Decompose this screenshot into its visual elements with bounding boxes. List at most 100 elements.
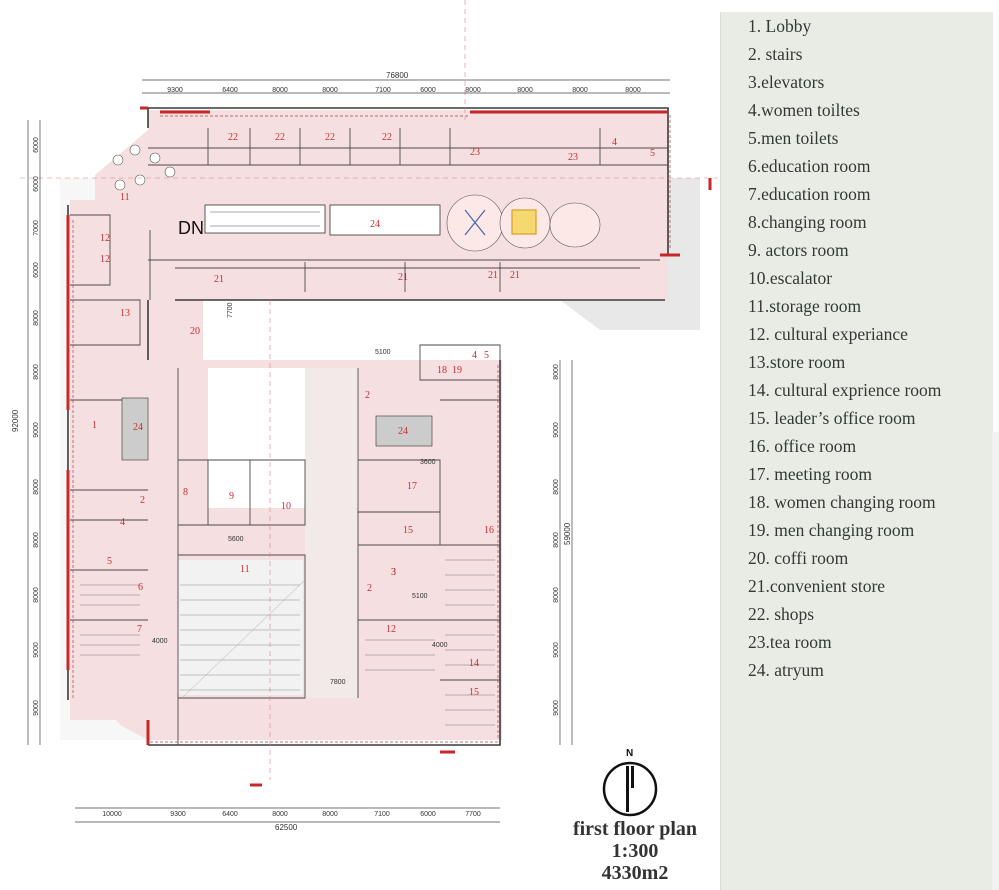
- room-number-label: 1: [92, 420, 97, 431]
- bottom-dimension: 6400: [222, 811, 238, 818]
- legend-edge: [992, 432, 999, 890]
- bottom-dimension: 10000: [102, 811, 122, 818]
- legend-item: 23.tea room: [748, 632, 832, 652]
- top-dimension: 9300: [167, 87, 183, 94]
- left-dimension: 8000: [33, 364, 40, 380]
- room-number-label: 12: [100, 254, 110, 265]
- legend-item: 15. leader’s office room: [748, 408, 916, 428]
- room-number-label: 24: [398, 426, 408, 437]
- room-number-label: 5: [107, 556, 112, 567]
- bottom-dimension: 6000: [420, 811, 436, 818]
- top-dimension: 6000: [420, 87, 436, 94]
- room-number-label: 22: [275, 132, 285, 143]
- legend-item: 17. meeting room: [748, 464, 872, 484]
- left-dimension: 6000: [33, 176, 40, 192]
- floor-plan: 9300 6400 8000 8000 7100 6000 8000 8000 8000 8000…: [11, 0, 720, 832]
- north-label: N: [626, 748, 633, 759]
- inner-dimension: 3600: [420, 459, 436, 466]
- legend-item: 11.storage room: [748, 296, 862, 316]
- legend-item: 4.women toiltes: [748, 100, 860, 120]
- left-dimension: 9000: [33, 700, 40, 716]
- room-number-label: 21: [510, 270, 520, 281]
- room-number-label: 24: [370, 219, 380, 230]
- overall-top-dimension: 76800: [386, 71, 409, 80]
- inner-dimension: 5100: [412, 593, 428, 600]
- legend-item: 16. office room: [748, 436, 857, 456]
- top-dimension: 7100: [375, 87, 391, 94]
- top-dimension: 6400: [222, 87, 238, 94]
- top-dimension: 8000: [625, 87, 641, 94]
- room-number-label: 22: [325, 132, 335, 143]
- legend-item: 7.education room: [748, 184, 871, 204]
- inner-dimension: 4000: [432, 642, 448, 649]
- room-number-label: 23: [568, 152, 578, 163]
- room-number-label: 2: [365, 390, 370, 401]
- legend-item: 20. coffi room: [748, 548, 849, 568]
- bottom-dimension: 7700: [465, 811, 481, 818]
- legend-item: 3.elevators: [748, 72, 825, 92]
- left-dimension: 8000: [33, 310, 40, 326]
- legend-item: 8.changing room: [748, 212, 867, 232]
- right-dimension: 8000: [553, 587, 560, 603]
- room-number-label: 4: [472, 350, 477, 361]
- right-dimension: 9000: [553, 422, 560, 438]
- legend-item: 2. stairs: [748, 44, 803, 64]
- legend-item: 6.education room: [748, 156, 871, 176]
- room-number-label: 19: [452, 365, 462, 376]
- plan-title: first floor plan: [572, 818, 698, 840]
- dn-label: DN: [178, 218, 204, 238]
- left-dimension: 9000: [33, 642, 40, 658]
- left-dimension: 8000: [33, 479, 40, 495]
- right-dimension: 9000: [553, 642, 560, 658]
- overall-right-dimension: 59000: [563, 522, 572, 545]
- north-arrow-icon: N: [602, 748, 658, 817]
- bottom-dimension: 7100: [374, 811, 390, 818]
- legend-item: 14. cultural exprience room: [748, 380, 942, 400]
- room-number-label: 4: [120, 517, 125, 528]
- top-dimension: 8000: [465, 87, 481, 94]
- top-dimension: 8000: [272, 87, 288, 94]
- room-number-label: 21: [488, 270, 498, 281]
- legend-item: 10.escalator: [748, 268, 833, 288]
- left-dimension: 8000: [33, 587, 40, 603]
- top-dimension: 8000: [572, 87, 588, 94]
- legend-list: 1. Lobby 2. stairs 3.elevators 4.women toil…: [748, 14, 941, 686]
- bottom-dimension: 8000: [272, 811, 288, 818]
- right-dimension: 8000: [553, 532, 560, 548]
- legend-item: 19. men changing room: [748, 520, 915, 540]
- legend-item: 5.men toilets: [748, 128, 839, 148]
- room-number-label: 5: [650, 148, 655, 159]
- bottom-dimension: 9300: [170, 811, 186, 818]
- plan-area: 4330m2: [601, 862, 669, 884]
- room-number-label: 4: [612, 137, 617, 148]
- right-dimension: 8000: [553, 364, 560, 380]
- inner-dimension: 7800: [330, 679, 346, 686]
- overall-left-dimension: 92000: [11, 409, 20, 432]
- right-dimension: 8000: [553, 479, 560, 495]
- room-number-label: 3: [391, 567, 396, 578]
- room-number-label: 2: [367, 583, 372, 594]
- room-number-label: 10: [281, 501, 291, 512]
- room-number-label: 21: [398, 272, 408, 283]
- room-number-label: 17: [407, 481, 417, 492]
- room-number-label: 11: [120, 192, 130, 203]
- right-dimension-labels: 8000900080008000800090009000770051003600…: [152, 302, 560, 715]
- inner-dimension: 7700: [227, 302, 234, 318]
- legend-item: 24. atryum: [748, 660, 824, 680]
- title-block: first floor plan 1:300 4330m2: [560, 818, 710, 884]
- room-number-label: 12: [100, 233, 110, 244]
- legend-item: 21.convenient store: [748, 576, 886, 596]
- left-dimension: 6000: [33, 262, 40, 278]
- room-number-label: 16: [484, 525, 494, 536]
- room-number-label: 23: [470, 147, 480, 158]
- legend-item: 1. Lobby: [748, 16, 812, 36]
- left-dimension: 8000: [33, 532, 40, 548]
- room-number-label: 18: [437, 365, 447, 376]
- room-number-label: 14: [469, 658, 479, 669]
- room-number-label: 9: [229, 491, 234, 502]
- room-number-label: 5: [484, 350, 489, 361]
- left-dimension: 7000: [33, 220, 40, 236]
